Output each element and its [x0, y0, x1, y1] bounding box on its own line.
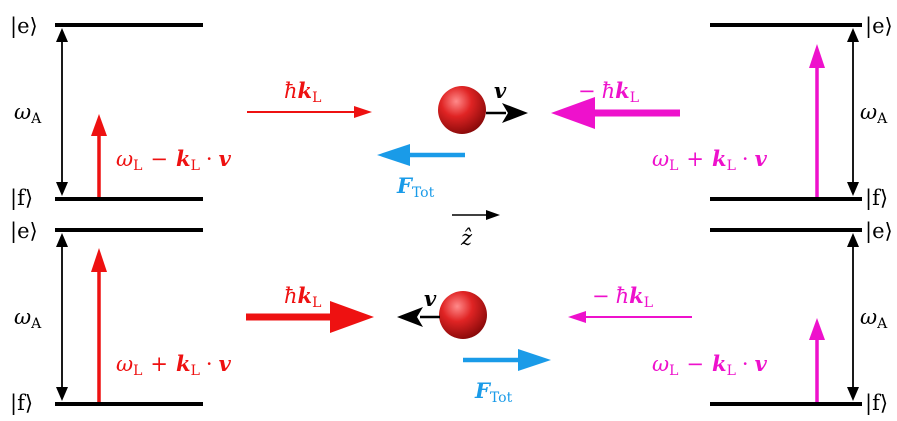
laser-frequency-bottom-left: ωL+kL·v [116, 351, 232, 379]
ket-top-right-f: |f⟩ [865, 186, 888, 211]
atom-bottom [439, 291, 487, 339]
energy-levels [55, 23, 862, 406]
photon-momentum-label-top-right: −ħkL [578, 78, 639, 106]
z-axis-arrow [452, 210, 500, 220]
velocity-label-top: v [494, 78, 507, 103]
omega-a-label-top-right: ωA [860, 100, 888, 127]
laser-frequency-top-right: ωL+kL·v [652, 146, 768, 174]
omega-a-arrow-top-left [56, 28, 68, 196]
omega-a-arrow-bottom-left [56, 233, 68, 401]
laser-frequency-top-left: ωL−kL·v [116, 146, 232, 174]
omega-a-arrow-bottom-right [847, 233, 859, 401]
ket-bottom-left-e: |e⟩ [10, 219, 38, 244]
force-arrow-bottom [463, 349, 551, 371]
laser-beam-bottom-right [568, 311, 692, 323]
omega-a-label-top-left: ωA [14, 100, 42, 127]
ket-bottom-left-f: |f⟩ [10, 391, 33, 416]
excitation-arrow-bottom-left [91, 248, 107, 402]
photon-momentum-label-bottom-left: ħkL [284, 283, 321, 311]
laser-frequency-bottom-right: ωL−kL·v [652, 351, 768, 379]
laser-beam-bottom-left [246, 301, 374, 333]
ket-bottom-right-e: |e⟩ [865, 219, 893, 244]
ket-bottom-right-f: |f⟩ [865, 391, 888, 416]
velocity-arrow-top [486, 103, 528, 123]
force-arrow-top [377, 144, 465, 166]
force-label-top: FTot [396, 173, 435, 201]
laser-beam-top-right [551, 97, 680, 129]
omega-a-arrow-top-right [847, 28, 859, 196]
ket-top-right-e: |e⟩ [865, 14, 893, 39]
photon-momentum-label-top-left: ħkL [284, 78, 321, 106]
laser-beam-top-left [247, 106, 372, 118]
excitation-arrow-bottom-right [809, 318, 825, 402]
ket-top-left-e: |e⟩ [10, 14, 38, 39]
velocity-arrow-bottom [397, 307, 440, 327]
omega-a-label-bottom-left: ωA [14, 305, 42, 332]
excitation-arrow-top-right [809, 44, 825, 197]
atom-top [438, 86, 486, 134]
ket-top-left-f: |f⟩ [10, 186, 33, 211]
z-axis-label: ẑ [460, 226, 473, 250]
excitation-arrow-top-left [91, 114, 107, 197]
photon-momentum-label-bottom-right: −ħkL [592, 283, 653, 311]
omega-a-label-bottom-right: ωA [860, 305, 888, 332]
force-label-bottom: FTot [474, 378, 513, 406]
velocity-label-bottom: v [424, 286, 437, 311]
